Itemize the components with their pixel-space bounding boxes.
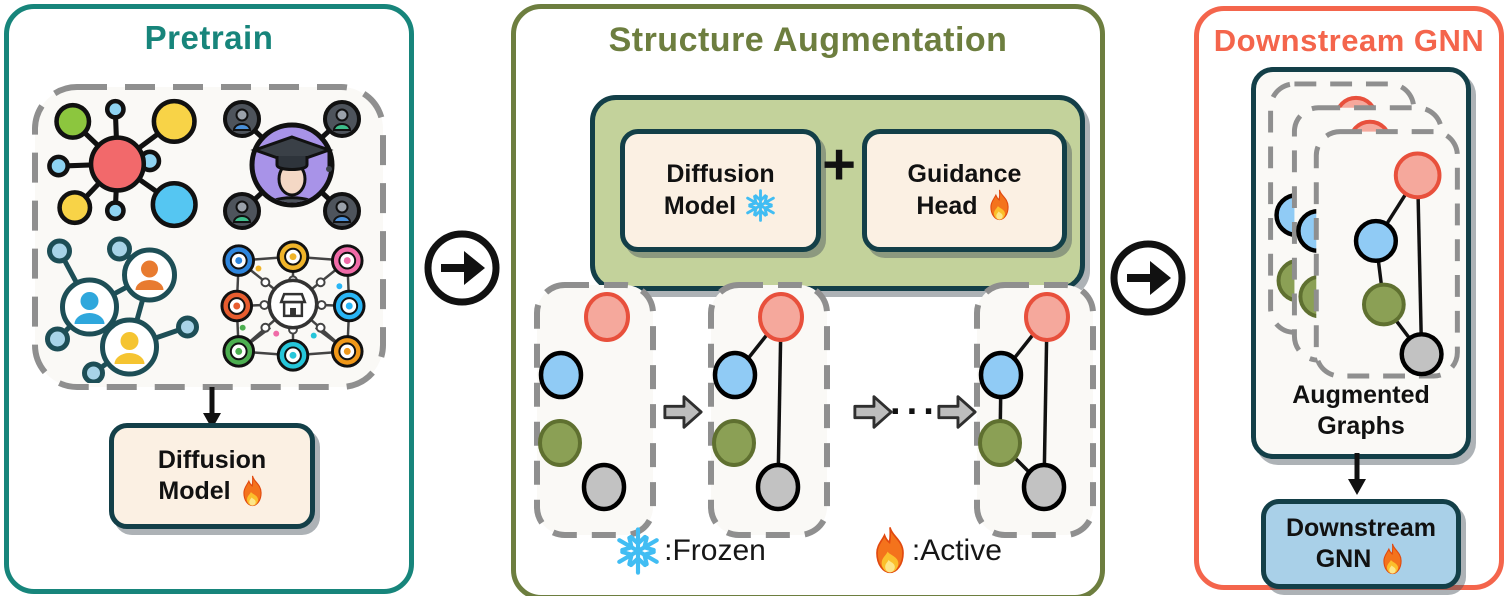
diffusion-model-label-line1: Diffusion bbox=[157, 445, 267, 474]
structure-augmentation-panel: Structure Augmentation Diffusion Model +… bbox=[511, 4, 1105, 596]
pretrain-diffusion-model-box: Diffusion Model bbox=[109, 423, 315, 529]
flame-icon bbox=[1379, 543, 1406, 576]
molecule-graph-icon bbox=[43, 93, 208, 235]
step-arrow-icon bbox=[936, 389, 978, 435]
flame-icon bbox=[239, 475, 266, 508]
stage-arrow-1-icon bbox=[420, 226, 504, 310]
graph-step-1 bbox=[533, 281, 657, 539]
guidance-head-label-line1: Guidance bbox=[907, 160, 1022, 188]
graph-step-3 bbox=[973, 281, 1097, 539]
structure-augmentation-title: Structure Augmentation bbox=[608, 21, 1008, 59]
social-network-icon bbox=[39, 235, 204, 383]
pretrain-graph-collection bbox=[31, 83, 387, 391]
legend-frozen: :Frozen bbox=[614, 527, 766, 575]
guidance-head-label-line2: Head bbox=[916, 191, 978, 220]
stage-arrow-2-icon bbox=[1106, 236, 1190, 320]
downstream-gnn-label-line1: Downstream bbox=[1285, 513, 1437, 542]
frozen-label: :Frozen bbox=[664, 534, 766, 567]
augmented-graphs-box: Augmented Graphs bbox=[1251, 67, 1471, 459]
legend: :Frozen :Active bbox=[516, 525, 1100, 577]
snowflake-icon bbox=[744, 189, 777, 222]
downstream-gnn-panel: Downstream GNN bbox=[1194, 6, 1504, 590]
pretrain-panel: Pretrain bbox=[4, 4, 414, 594]
augmented-label-line1: Augmented bbox=[1292, 381, 1430, 409]
step-arrow-icon bbox=[852, 389, 894, 435]
diffusion-model-label-line1: Diffusion bbox=[666, 160, 775, 188]
citation-network-icon bbox=[217, 95, 367, 235]
pretrain-title: Pretrain bbox=[144, 19, 274, 56]
downstream-down-arrow-icon bbox=[1346, 453, 1368, 495]
step-arrow-icon bbox=[662, 389, 704, 435]
flame-icon bbox=[870, 525, 910, 577]
frozen-diffusion-model-box: Diffusion Model bbox=[620, 129, 821, 252]
augmented-label-line2: Graphs bbox=[1317, 412, 1405, 441]
graph-step-2 bbox=[707, 281, 831, 539]
downstream-gnn-box: Downstream GNN bbox=[1261, 499, 1461, 589]
guidance-head-box: Guidance Head bbox=[862, 129, 1067, 252]
diffusion-model-label-line2: Model bbox=[663, 191, 737, 220]
ellipsis: ··· bbox=[890, 391, 940, 433]
augmentation-module-container: Diffusion Model + Guidance Head bbox=[590, 95, 1085, 291]
downstream-gnn-label-line2: GNN bbox=[1315, 545, 1372, 573]
knowledge-graph-icon bbox=[219, 239, 367, 373]
augmented-graphs-stack bbox=[1268, 81, 1460, 379]
flame-icon bbox=[986, 189, 1013, 222]
legend-active: :Active bbox=[870, 525, 1002, 577]
snowflake-icon bbox=[614, 527, 662, 575]
downstream-gnn-title: Downstream GNN bbox=[1213, 23, 1485, 58]
diffusion-model-label-line2: Model bbox=[158, 477, 231, 505]
plus-sign: + bbox=[822, 132, 856, 197]
augmented-graphs-label: Augmented Graphs bbox=[1292, 380, 1430, 443]
active-label: :Active bbox=[911, 534, 1002, 567]
